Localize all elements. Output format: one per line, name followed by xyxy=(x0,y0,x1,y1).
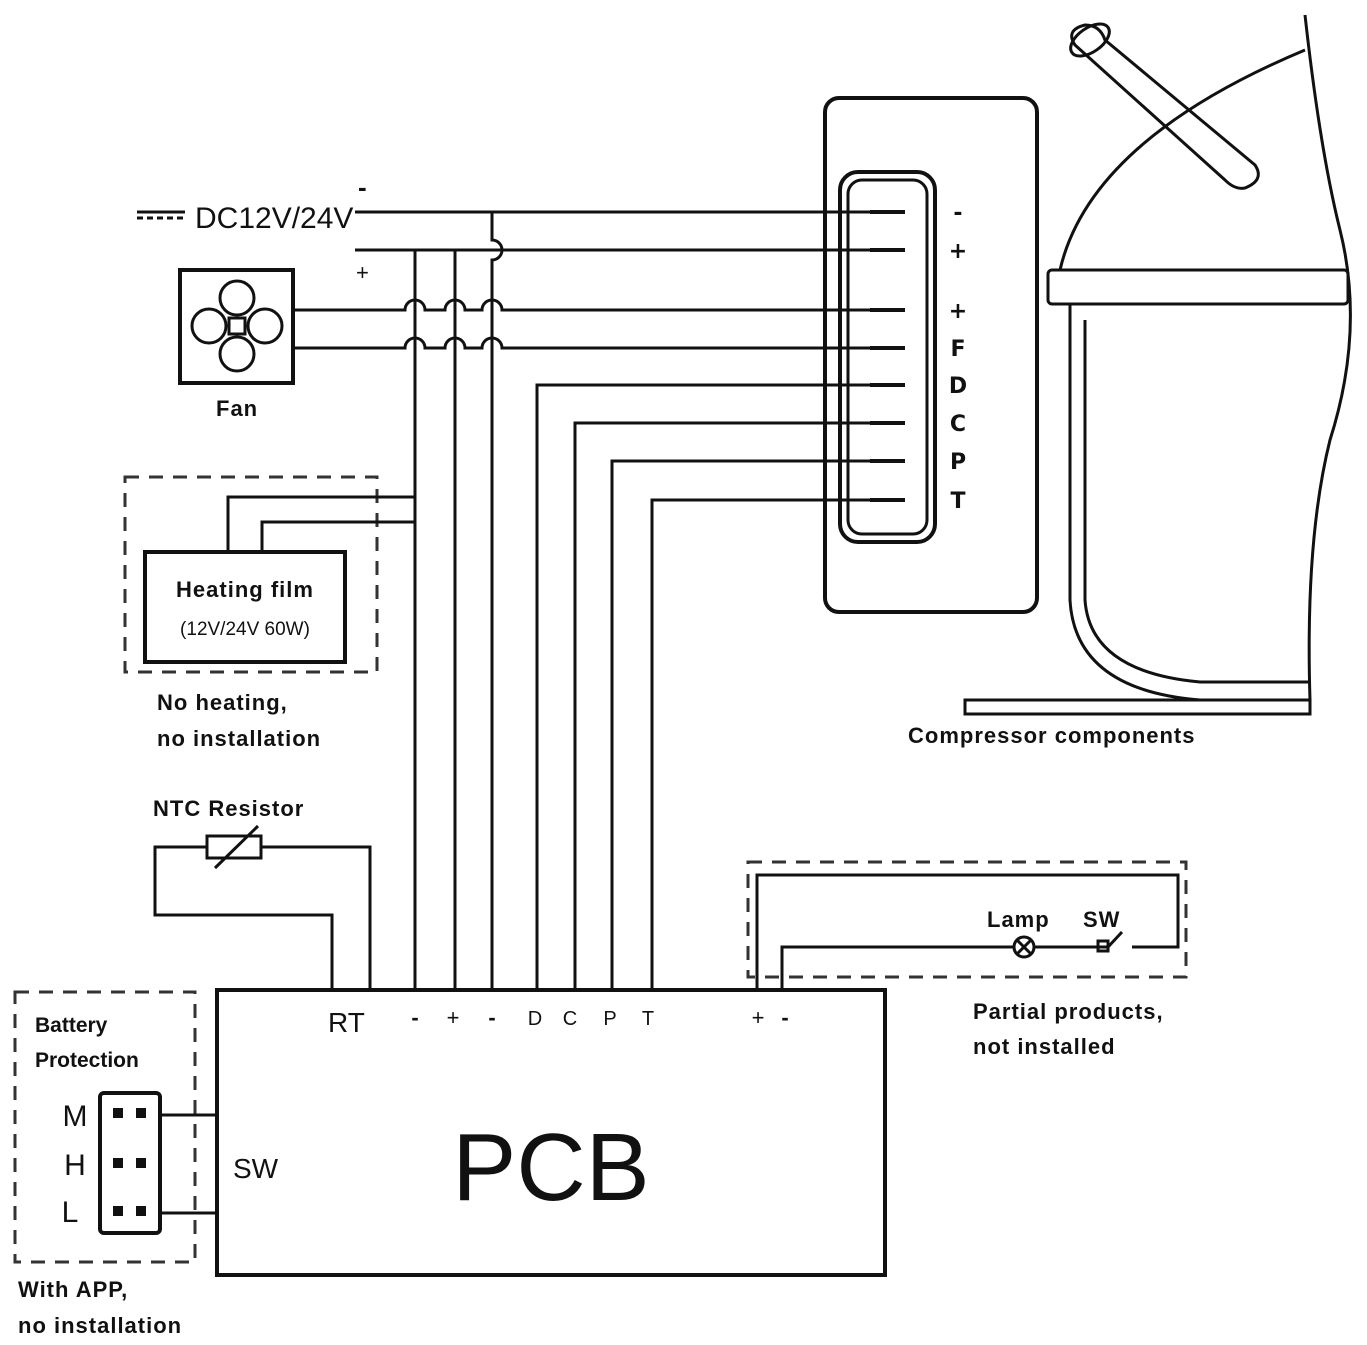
pcb-pin-label: D xyxy=(528,1008,542,1030)
heating-note-line1: No heating, xyxy=(157,690,288,715)
compressor-pin-label: + xyxy=(949,299,967,324)
fan-label: Fan xyxy=(216,396,258,421)
terminal-strip xyxy=(838,170,937,544)
lamp-group xyxy=(746,860,1188,990)
lamp-switch-label: SW xyxy=(1083,907,1120,932)
pcb-pin-label: - xyxy=(488,1005,495,1030)
ntc-resistor-icon xyxy=(205,824,263,870)
battery-note-line2: no installation xyxy=(18,1313,182,1338)
pcb-pin-label: + xyxy=(447,1005,460,1030)
heating-note-line2: no installation xyxy=(157,726,321,751)
compressor-pin-label: C xyxy=(950,412,966,437)
pcb-pin-label: P xyxy=(603,1008,616,1030)
compressor-pin-label: P xyxy=(950,450,966,475)
heating-film-group xyxy=(123,475,379,674)
heating-film-box xyxy=(143,550,347,664)
pcb-pin-label: C xyxy=(563,1008,577,1030)
terminal-box xyxy=(823,96,1039,614)
pcb-lamp-pin-label: - xyxy=(781,1005,788,1030)
pcb-pin-label: T xyxy=(642,1008,654,1030)
fan-icon xyxy=(178,268,295,385)
battery-note-line1: With APP, xyxy=(18,1277,128,1302)
battery-selector-switch xyxy=(98,1091,162,1235)
compressor-pin-label: F xyxy=(950,337,965,362)
wires xyxy=(137,210,905,990)
pcb-rt-label: RT xyxy=(328,1007,365,1038)
battery-protection-group xyxy=(13,990,217,1264)
lamp-note-line1: Partial products, xyxy=(973,999,1164,1024)
compressor-label: Compressor components xyxy=(908,723,1196,748)
battery-level-label: H xyxy=(64,1149,86,1182)
lamp-note-line2: not installed xyxy=(973,1034,1116,1059)
pcb-sw-label: SW xyxy=(233,1153,279,1184)
battery-title-line1: Battery xyxy=(35,1014,108,1037)
battery-level-label: L xyxy=(62,1196,79,1229)
compressor-drawing xyxy=(823,14,1352,716)
compressor-pin-label: - xyxy=(953,201,962,226)
battery-level-label: M xyxy=(63,1100,88,1133)
pcb-label: PCB xyxy=(452,1114,649,1221)
pcb-box xyxy=(215,988,887,1277)
pcb-pin-label: - xyxy=(411,1005,418,1030)
compressor-pin-label: D xyxy=(949,374,967,399)
compressor-pin-label: T xyxy=(950,489,965,514)
battery-title-line2: Protection xyxy=(35,1049,139,1072)
lamp-label: Lamp xyxy=(987,907,1050,932)
heating-film-title: Heating film xyxy=(176,577,314,602)
power-neg-sign: - xyxy=(358,172,367,202)
pcb-lamp-pin-label: + xyxy=(752,1005,765,1030)
compressor-pin-label: + xyxy=(949,239,967,264)
ntc-label: NTC Resistor xyxy=(153,796,304,821)
power-label: DC12V/24V xyxy=(195,202,353,235)
power-pos-sign: + xyxy=(356,260,369,285)
heating-film-spec: (12V/24V 60W) xyxy=(180,619,310,640)
